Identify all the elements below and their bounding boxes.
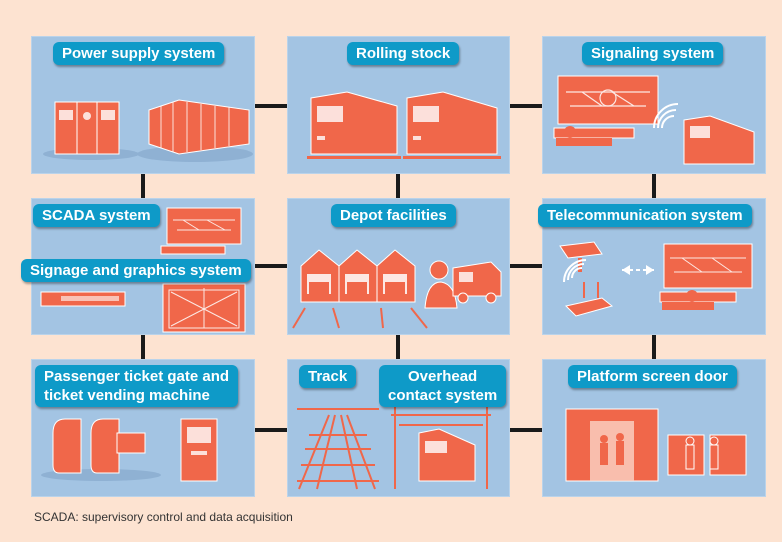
- overhead-label: Overhead contact system: [379, 365, 507, 407]
- rolling-stock-label: Rolling stock: [347, 42, 460, 65]
- track-illustration: [297, 399, 491, 490]
- platform-door-panel: Platform screen door: [542, 359, 766, 497]
- connector: [141, 174, 145, 198]
- track-overhead-panel: Track Overhead contact system: [287, 359, 510, 497]
- telecom-illustration: [559, 241, 753, 317]
- connector: [255, 428, 287, 432]
- ticket-gate-label-line1: Passenger ticket gate and: [44, 368, 230, 385]
- connector: [652, 174, 656, 198]
- platform-door-label: Platform screen door: [568, 365, 737, 388]
- train-illustration: [307, 91, 501, 159]
- ticket-gate-illustration: [41, 418, 218, 482]
- connector: [510, 104, 542, 108]
- telecom-panel: Telecommunication system: [538, 198, 766, 335]
- power-supply-illustration: [43, 99, 253, 162]
- overhead-label-line2: contact system: [388, 387, 498, 404]
- power-supply-panel: Power supply system: [31, 36, 255, 174]
- footnote: SCADA: supervisory control and data acqu…: [34, 510, 293, 524]
- scada-signage-panel: SCADA system Signage and graphics system: [21, 198, 255, 335]
- depot-label: Depot facilities: [331, 204, 456, 227]
- rolling-stock-panel: Rolling stock: [287, 36, 510, 174]
- signaling-panel: Signaling system: [542, 36, 766, 174]
- scada-label: SCADA system: [33, 204, 160, 227]
- overhead-label-line1: Overhead: [408, 368, 478, 385]
- telecom-label: Telecommunication system: [538, 204, 752, 227]
- connector: [510, 264, 542, 268]
- depot-panel: Depot facilities: [287, 198, 510, 335]
- ticket-gate-panel: Passenger ticket gate and ticket vending…: [31, 359, 255, 497]
- connector: [141, 335, 145, 359]
- connector: [396, 335, 400, 359]
- power-supply-label: Power supply system: [53, 42, 225, 65]
- signaling-illustration: [553, 75, 755, 165]
- connector: [396, 174, 400, 198]
- platform-door-illustration: [565, 408, 747, 482]
- signage-label: Signage and graphics system: [21, 259, 251, 282]
- signaling-label: Signaling system: [582, 42, 724, 65]
- connector: [255, 104, 287, 108]
- ticket-gate-label-line2: ticket vending machine: [44, 387, 210, 404]
- connector: [510, 428, 542, 432]
- connector: [652, 335, 656, 359]
- scada-illustration: [40, 207, 246, 333]
- track-label: Track: [299, 365, 357, 388]
- ticket-gate-label: Passenger ticket gate and ticket vending…: [35, 365, 239, 407]
- depot-illustration: [292, 249, 502, 329]
- connector: [255, 264, 287, 268]
